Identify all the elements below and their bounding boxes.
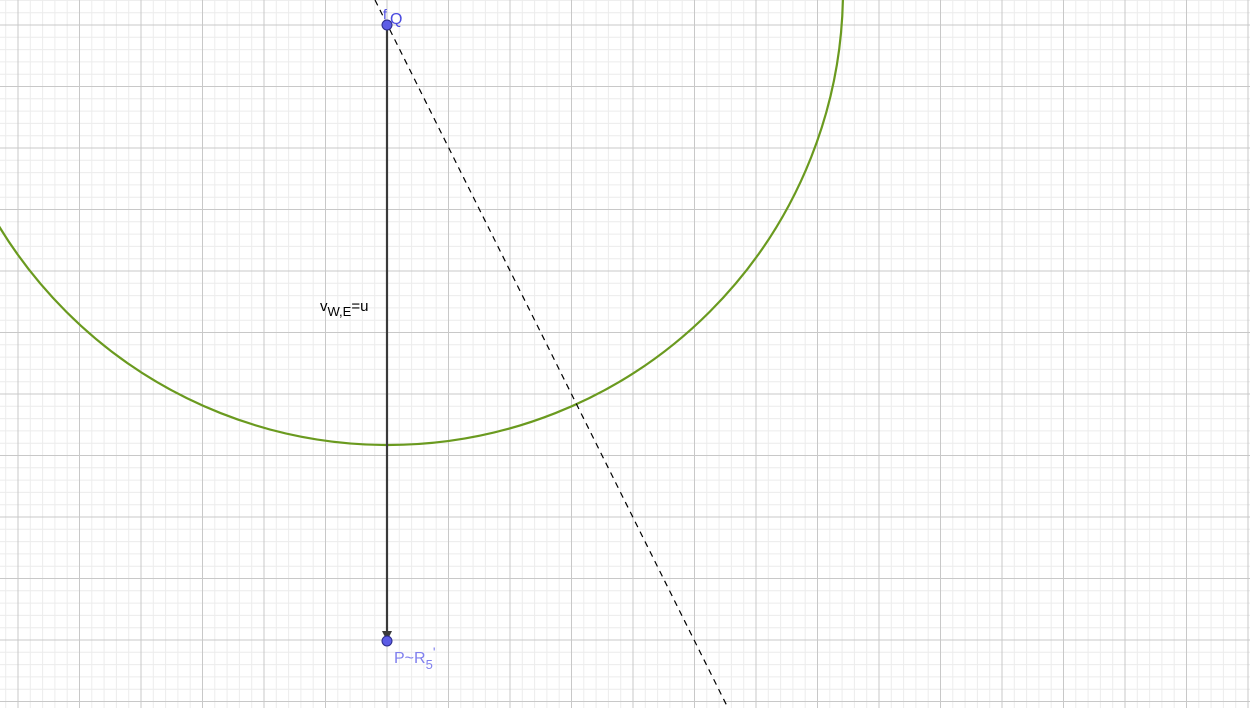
point-p-label: P~R5' bbox=[394, 644, 436, 672]
point-p[interactable] bbox=[381, 635, 393, 647]
dashed-line[interactable] bbox=[374, 0, 729, 708]
vector-label: vW,E=u bbox=[320, 298, 368, 319]
point-q-label: Q bbox=[390, 11, 402, 28]
point-q[interactable] bbox=[381, 19, 393, 31]
green-circle[interactable] bbox=[0, 0, 844, 446]
point-q-tick: f bbox=[383, 6, 387, 22]
